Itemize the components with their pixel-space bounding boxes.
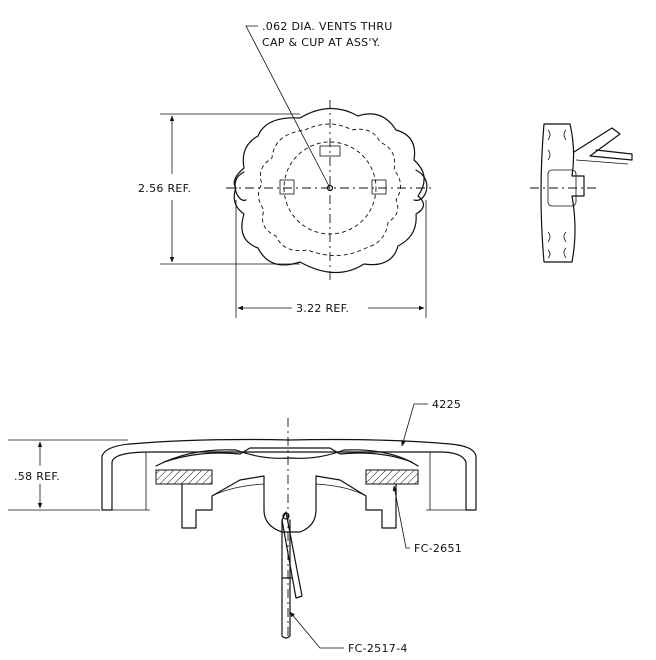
section-view: [8, 403, 477, 649]
callout-4225: 4225: [432, 398, 461, 411]
central-body: [181, 475, 397, 533]
cup-profile: [155, 449, 419, 467]
dim-width-label: 3.22 REF.: [296, 302, 349, 315]
callout-fc2517-4: FC-2517-4: [348, 642, 408, 655]
side-ribs: [547, 129, 567, 259]
side-view: [530, 123, 633, 263]
dim-height-label: 2.56 REF.: [138, 182, 191, 195]
left-ear: [234, 171, 247, 201]
callout-fc2651: FC-2651: [414, 542, 462, 555]
membrane-solid: [163, 447, 413, 463]
right-slot: [371, 179, 387, 195]
gasket-left: [155, 469, 213, 485]
vent-leader: [245, 25, 331, 189]
leader-4225: [401, 403, 428, 447]
cap-shell: [101, 438, 477, 511]
inner-hidden-outline: [258, 123, 401, 256]
chain-wire: [281, 511, 303, 599]
cap-outline-top: [233, 107, 425, 274]
chain-pin-left: [281, 519, 291, 639]
vent-note-line1: .062 DIA. VENTS THRU: [262, 20, 393, 33]
vent-hole: [326, 184, 334, 192]
right-ear: [413, 169, 428, 201]
gasket-right: [365, 469, 419, 485]
spring-clip-inner: [575, 159, 629, 165]
spring-clip: [573, 127, 633, 161]
leader-fc2517: [289, 611, 344, 649]
side-body: [540, 123, 585, 263]
pin-top: [282, 512, 290, 520]
dim-depth-label: .58 REF.: [14, 470, 60, 483]
top-view: [160, 25, 434, 318]
vent-note-line2: CAP & CUP AT ASS'Y.: [262, 36, 380, 49]
left-slot: [279, 179, 295, 195]
central-body-inner: [211, 483, 367, 497]
leader-fc2651: [392, 485, 410, 549]
